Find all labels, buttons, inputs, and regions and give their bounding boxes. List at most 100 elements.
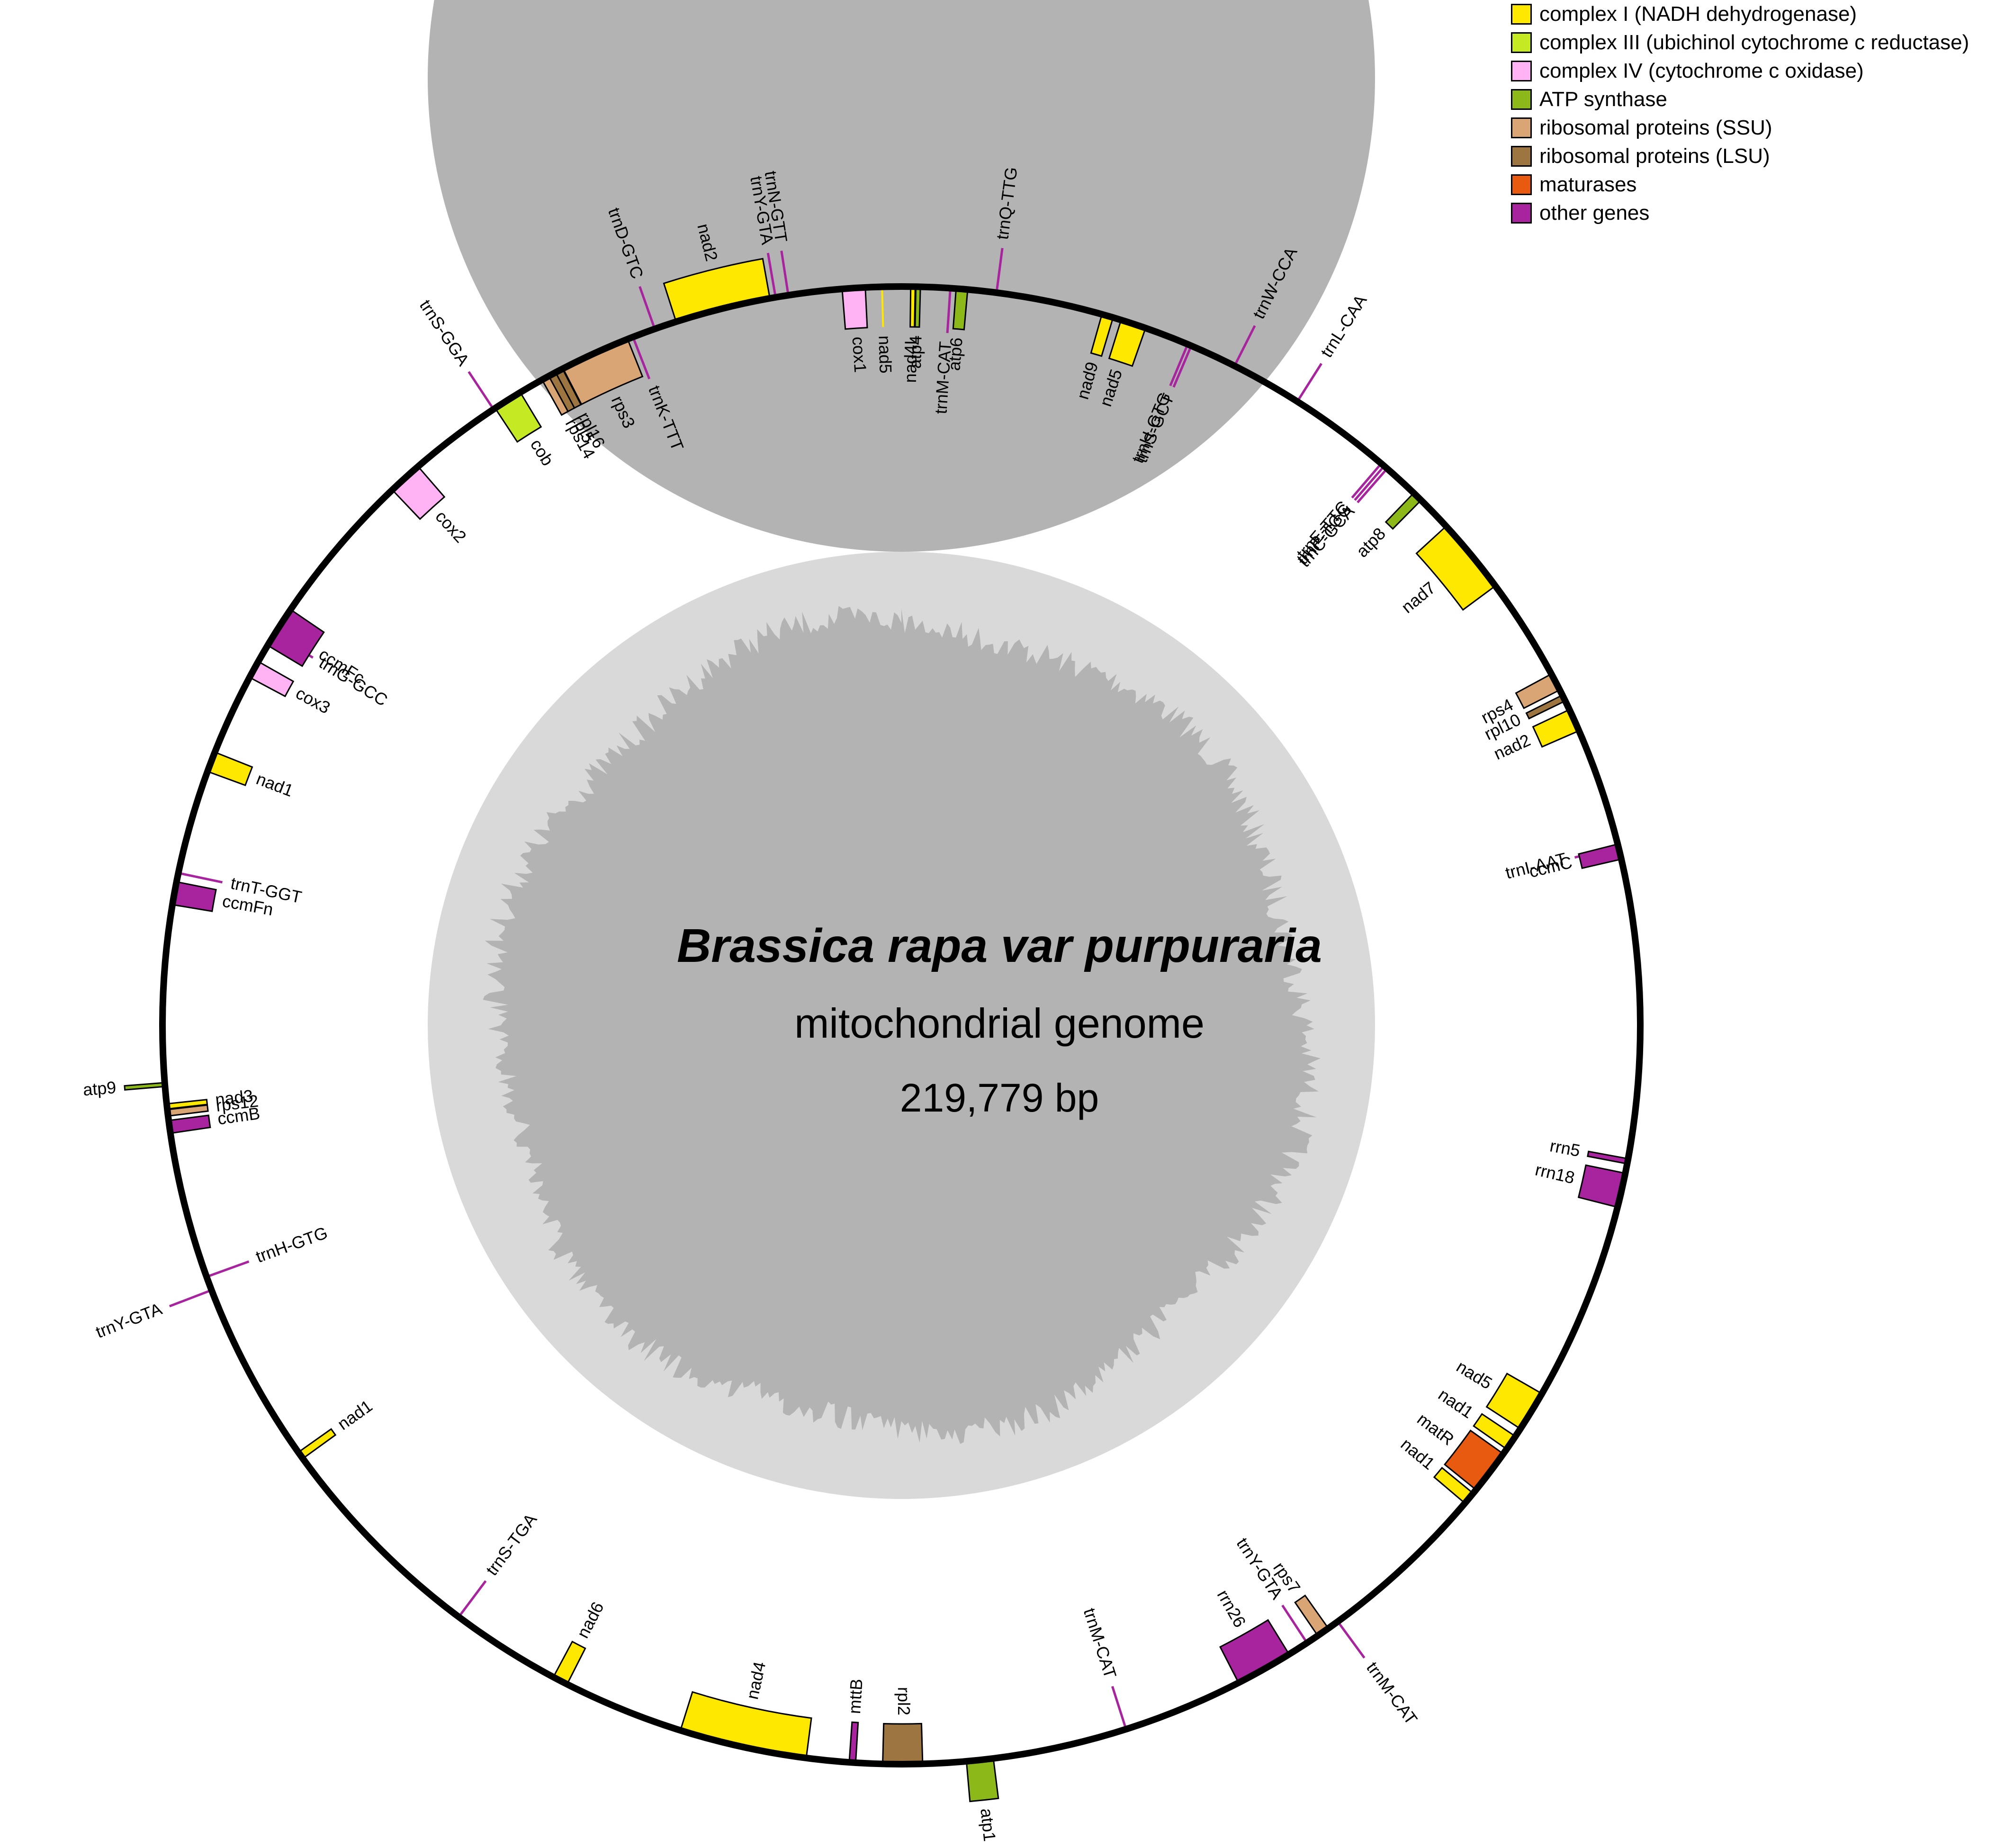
legend-swatch xyxy=(1511,117,1532,138)
gene-trnE-TTC xyxy=(1351,463,1383,499)
gene-ccmB xyxy=(168,1114,211,1134)
gene-label: nad1 xyxy=(1397,1434,1439,1473)
gene-nad5 xyxy=(881,287,884,327)
legend-label: ATP synthase xyxy=(1539,88,1667,111)
gene-atp4 xyxy=(914,286,921,328)
legend-label: maturases xyxy=(1539,173,1637,196)
legend-swatch xyxy=(1511,4,1532,25)
gene-trnH-GTG xyxy=(206,1260,250,1278)
gene-rrn5 xyxy=(1587,1150,1629,1165)
genome-backbone-circle xyxy=(159,283,1644,1767)
gene-ccmC xyxy=(1578,843,1622,869)
gene-trnS-GGA xyxy=(468,371,495,410)
legend-swatch xyxy=(1511,174,1532,195)
gene-label: rrn18 xyxy=(1533,1160,1576,1188)
gene-track xyxy=(124,248,1629,1803)
legend-label: complex I (NADH dehydrogenase) xyxy=(1539,2,1857,26)
legend-item: other genes xyxy=(1511,199,1969,227)
gene-label: rrn5 xyxy=(1548,1136,1582,1160)
gene-label: nad6 xyxy=(573,1599,607,1642)
gene-trnY-GTA xyxy=(766,252,777,298)
gene-trnY-GTA xyxy=(1281,1605,1308,1644)
legend-swatch xyxy=(1511,89,1532,110)
gene-label: trnS-TGA xyxy=(482,1510,540,1579)
gene-label: nad1 xyxy=(334,1396,376,1434)
gene-mttB xyxy=(848,1721,859,1764)
legend-label: ribosomal proteins (LSU) xyxy=(1539,144,1770,168)
gene-trnM-CAT xyxy=(946,288,952,333)
gene-label: trnL-CAA xyxy=(1317,291,1371,361)
gene-atp1 xyxy=(965,1758,999,1803)
gene-trnS-GCT xyxy=(1172,345,1193,388)
gene-label: trnH-GTG xyxy=(253,1223,330,1266)
gene-trnS-TGA xyxy=(458,1580,487,1618)
gene-label: nad5 xyxy=(875,335,895,374)
gene-label: atp6 xyxy=(944,337,966,371)
gene-trnW-CCA xyxy=(1233,325,1256,367)
legend-label: ribosomal proteins (SSU) xyxy=(1539,116,1772,139)
gene-label: atp4 xyxy=(905,335,926,369)
gene-atp9 xyxy=(124,1082,166,1091)
gene-trnD-GTC xyxy=(638,286,656,330)
gene-label: nad3 xyxy=(214,1086,254,1110)
legend-item: ATP synthase xyxy=(1511,85,1969,114)
legend-item: maturases xyxy=(1511,170,1969,199)
gene-label: nad5 xyxy=(1453,1356,1496,1393)
legend-item: ribosomal proteins (LSU) xyxy=(1511,142,1969,170)
legend-swatch xyxy=(1511,32,1532,53)
gene-trnP-TGG xyxy=(1354,465,1385,501)
legend-item: complex I (NADH dehydrogenase) xyxy=(1511,0,1969,28)
gc-content-background xyxy=(428,552,1375,1499)
gene-label: nad7 xyxy=(1398,578,1439,617)
legend-label: complex III (ubichinol cytochrome c redu… xyxy=(1539,31,1969,54)
gene-nad4L xyxy=(909,286,916,328)
gene-label: nad1 xyxy=(254,769,296,800)
gene-label: cox1 xyxy=(849,336,871,373)
gene-cox1 xyxy=(841,287,868,330)
gene-trnY-GTA xyxy=(169,1289,212,1308)
gene-label: atp1 xyxy=(977,1807,999,1842)
genome-subtitle: mitochondrial genome xyxy=(794,1000,1205,1047)
gene-trnC-GCA xyxy=(1357,467,1388,503)
gene-label: rrn26 xyxy=(1214,1587,1250,1631)
gene-label: cob xyxy=(527,436,558,469)
legend-swatch xyxy=(1511,61,1532,81)
gene-trnH-GTG xyxy=(1169,343,1189,386)
gene-label: atp8 xyxy=(1352,524,1389,561)
legend-item: complex III (ubichinol cytochrome c redu… xyxy=(1511,28,1969,57)
gene-label: nad4 xyxy=(742,1660,769,1701)
gene-trnT-GGT xyxy=(178,871,223,884)
gene-label: rpl2 xyxy=(894,1687,914,1715)
gene-trnL-CAA xyxy=(1296,363,1322,403)
gc-content-ring xyxy=(427,0,1375,1499)
gene-label: mttB xyxy=(845,1678,866,1714)
gene-label: nad1 xyxy=(1435,1385,1477,1422)
gene-nad5 xyxy=(1485,1373,1543,1430)
legend: complex I (NADH dehydrogenase) complex II… xyxy=(1511,0,1969,227)
genome-size: 219,779 bp xyxy=(899,1076,1099,1120)
legend-item: ribosomal proteins (SSU) xyxy=(1511,114,1969,142)
gene-cox2 xyxy=(391,465,446,520)
gc-content-profile xyxy=(427,0,1375,1444)
gene-trnK-TTT xyxy=(632,336,651,379)
gene-label: cox3 xyxy=(293,683,333,718)
gene-label: trnS-GGA xyxy=(416,296,473,369)
gene-label: nad4L xyxy=(900,335,921,383)
legend-label: complex IV (cytochrome c oxidase) xyxy=(1539,59,1864,82)
legend-label: other genes xyxy=(1539,201,1650,224)
genome-title: Brassica rapa var purpuraria xyxy=(677,919,1322,972)
gene-nad1 xyxy=(297,1428,337,1460)
gene-trnN-GTT xyxy=(780,251,790,296)
gene-trnQ-TTG xyxy=(995,248,1004,293)
legend-swatch xyxy=(1511,146,1532,167)
gene-label: atp9 xyxy=(82,1077,117,1099)
gene-label: trnM-CAT xyxy=(931,341,955,415)
gene-trnM-CAT xyxy=(1337,1621,1366,1659)
legend-item: complex IV (cytochrome c oxidase) xyxy=(1511,57,1969,85)
gene-trnM-CAT xyxy=(1111,1686,1127,1730)
gene-label: trnM-CAT xyxy=(1363,1658,1421,1728)
gene-label: trnM-CAT xyxy=(1080,1606,1121,1681)
legend-swatch xyxy=(1511,203,1532,224)
gene-rpl2 xyxy=(881,1722,924,1765)
